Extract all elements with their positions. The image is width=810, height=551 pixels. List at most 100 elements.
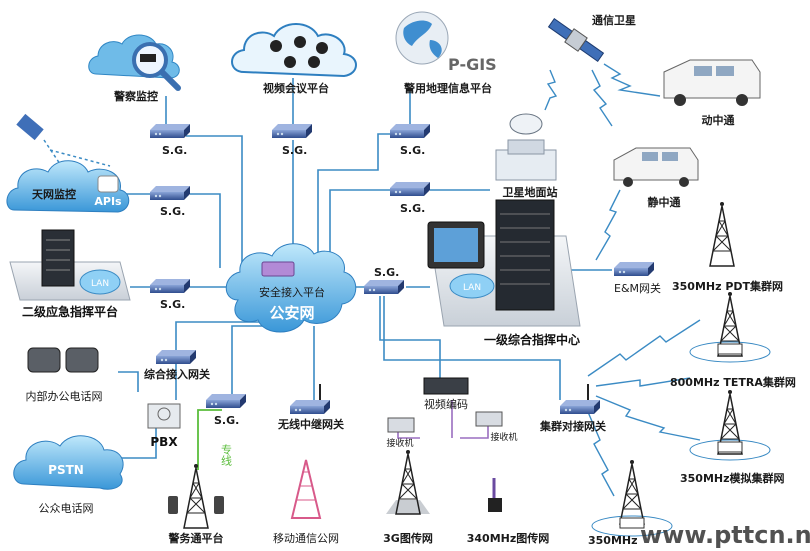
tianwang-label: 天网监控 — [32, 187, 76, 201]
pbx-node: PBX — [147, 403, 181, 449]
mobile-vehicle-node: 动中通 — [663, 59, 761, 127]
receiver1-node: 接收机 — [386, 417, 415, 449]
public-phone-label: 公众电话网 — [39, 502, 94, 515]
second-level-node: LAN 二级应急指挥平台 — [9, 229, 131, 319]
pdt-node: 350MHz PDT集群网 — [672, 201, 783, 293]
tianwang-node: 天网监控 APIs — [6, 113, 130, 213]
phone-icon — [214, 496, 224, 514]
video-encode-node: 视频编码 — [423, 377, 469, 411]
mhz340-label: 340MHz图传网 — [467, 531, 550, 545]
first-level-node: LAN 一级综合指挥中心 — [427, 199, 581, 347]
analog2-label: 350MHz — [588, 534, 638, 547]
sg-label: S.G. — [162, 144, 187, 157]
link-sg4-core — [329, 189, 390, 258]
em-gateway-node: E&M网关 — [614, 262, 661, 295]
van-icon — [663, 59, 761, 99]
receiver2-node: 接收机 — [475, 411, 518, 443]
link-sg1-core — [186, 135, 243, 265]
internal-phone-label: 内部办公电话网 — [26, 389, 103, 403]
static-vehicle-node: 静中通 — [613, 147, 699, 209]
lan-label: LAN — [91, 279, 109, 289]
link-sg7-video — [379, 296, 441, 380]
sg-label: S.G. — [400, 144, 425, 157]
pgis-label: 警用地理信息平台 — [403, 81, 492, 95]
analog-node: 350MHz模拟集群网 — [680, 389, 785, 485]
lan-label-2: LAN — [463, 283, 481, 293]
sg-label: S.G. — [160, 298, 185, 311]
encoder-icon — [423, 377, 469, 395]
wireless-links — [544, 63, 701, 497]
sat-ground-station-node: 卫星地面站 — [495, 113, 558, 199]
receiver1-label: 接收机 — [386, 437, 413, 449]
video-conf-label: 视频会议平台 — [263, 81, 329, 95]
dedicated-line — [197, 409, 222, 470]
satellite-icon — [547, 18, 605, 62]
tetra-label: 800MHz TETRA集群网 — [670, 375, 796, 389]
sg-label: S.G. — [400, 202, 425, 215]
watermark: www.pttcn.net — [640, 521, 810, 549]
wireless-gateway-node: 无线中继网关 — [277, 384, 344, 431]
transmitter-icon — [488, 498, 502, 512]
telephone-icon — [27, 347, 61, 373]
integrated-gateway-node: 综合接入网关 — [144, 350, 210, 381]
internal-phone-node: 内部办公电话网 — [26, 347, 103, 403]
link-pstn-pbx — [118, 422, 157, 459]
conference-camera-icon — [270, 36, 328, 68]
dish-icon — [509, 113, 543, 135]
secure-access-device — [261, 261, 295, 277]
pink-tower-icon — [290, 459, 322, 519]
pbx-label: PBX — [150, 435, 178, 449]
sg-label: S.G. — [374, 266, 399, 279]
apis-label: APIs — [94, 195, 122, 208]
pdt-label: 350MHz PDT集群网 — [672, 279, 783, 293]
link-core-sg8 — [231, 325, 276, 396]
globe-icon — [395, 11, 449, 65]
police-monitor-node: 警察监控 — [88, 34, 181, 103]
link-core-integrated — [175, 321, 264, 352]
integrated-gw-label: 综合接入网关 — [144, 367, 210, 381]
camera-icon — [16, 113, 44, 141]
receiver-icon — [387, 417, 415, 433]
mobile-comm-label: 动中通 — [702, 113, 735, 127]
pstn-label: PSTN — [48, 463, 84, 477]
server-rack-icon — [41, 229, 75, 287]
satellite-label: 通信卫星 — [592, 13, 636, 27]
police-platform-node: 专线 警务通平台 — [168, 443, 233, 545]
receiver-icon — [475, 411, 503, 427]
sg-label: S.G. — [160, 205, 185, 218]
receiver2-label: 接收机 — [490, 431, 517, 443]
wireless-gw-label: 无线中继网关 — [277, 417, 344, 431]
first-level-label: 一级综合指挥中心 — [484, 332, 580, 347]
link-sg7-trunk — [383, 296, 561, 400]
satellite-node: 通信卫星 — [547, 13, 636, 62]
pbx-icon — [147, 403, 181, 429]
trunk-gw-label: 集群对接网关 — [539, 419, 606, 433]
sg-label: S.G. — [282, 144, 307, 157]
pgis-logo: P-GIS — [448, 55, 497, 74]
analog2-node: 350MHz — [588, 459, 673, 547]
police-net-label: 公安网 — [269, 304, 314, 322]
video-conf-node: 视频会议平台 — [231, 23, 357, 95]
phone-icon — [168, 496, 178, 514]
g3-label: 3G图传网 — [383, 531, 433, 545]
dedicated-label: 专线 — [220, 443, 233, 466]
pgis-node: P-GIS 警用地理信息平台 — [395, 11, 497, 95]
link-sg5-core — [190, 193, 221, 268]
second-level-label: 二级应急指挥平台 — [22, 304, 118, 319]
telephone-icon — [65, 347, 99, 373]
pstn-node: PSTN 公众电话网 — [13, 435, 124, 515]
police-network-cloud: 安全接入平台 公安网 — [225, 243, 357, 333]
analog-label: 350MHz模拟集群网 — [680, 471, 785, 485]
mobile-net-node: 移动通信公网 — [273, 459, 339, 545]
link-phone-pbx — [118, 371, 139, 392]
mhz340-node: 340MHz图传网 — [467, 478, 550, 545]
sg-devices: S.G. S.G. S.G. S.G. S.G. S.G. S.G. S.G. — [150, 124, 430, 427]
police-plat-label: 警务通平台 — [168, 531, 224, 545]
static-comm-label: 静中通 — [648, 195, 681, 209]
link-sg3-core — [317, 133, 392, 255]
camera-icon — [140, 54, 156, 62]
secure-access-label: 安全接入平台 — [259, 285, 325, 299]
sg-label: S.G. — [214, 414, 239, 427]
mobile-net-label: 移动通信公网 — [273, 532, 339, 545]
